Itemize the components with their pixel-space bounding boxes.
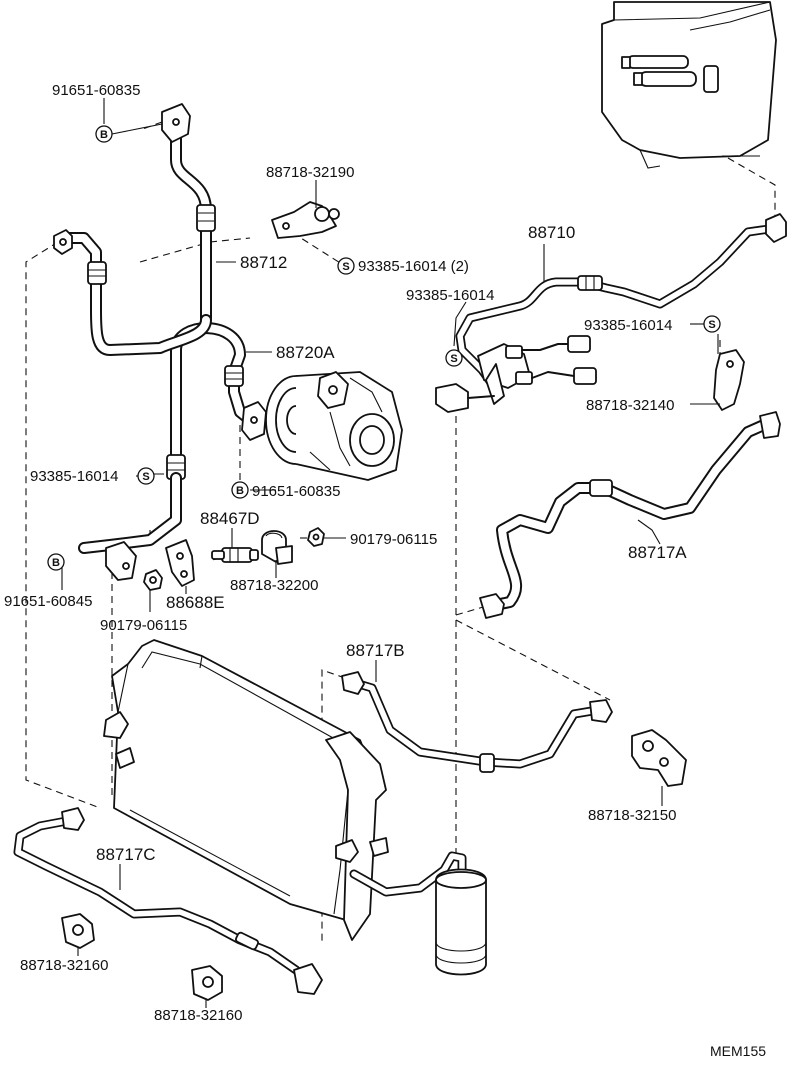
- nut-90179-06115-left: [143, 569, 163, 591]
- evaporator-unit: [601, 1, 777, 169]
- label-88718-32160-a: 88718-32160: [20, 957, 108, 974]
- bolt-symbol-mid: B: [231, 481, 249, 499]
- screw-symbol-b: S: [703, 315, 721, 333]
- tube-88717A: [479, 411, 781, 619]
- clamp-88718-32190: [271, 201, 340, 239]
- svg-text:B: B: [236, 485, 244, 497]
- label-90179-06115-right: 90179-06115: [350, 531, 437, 548]
- svg-text:S: S: [342, 261, 349, 273]
- clamp-88718-32160-b: [191, 965, 223, 1008]
- svg-text:S: S: [708, 319, 715, 331]
- label-88718-32200: 88718-32200: [230, 577, 318, 594]
- label-88718-32190: 88718-32190: [266, 164, 354, 181]
- label-91651-60845: 91651-60845: [4, 593, 92, 610]
- clamp-88718-32150: [631, 729, 687, 787]
- label-88720A: 88720A: [276, 343, 335, 362]
- label-88710: 88710: [528, 223, 575, 242]
- tube-88717C: [13, 807, 323, 995]
- label-88712: 88712: [240, 253, 287, 272]
- clamp-88718-32160-a: [61, 913, 95, 956]
- clamp-88718-32200: [261, 530, 293, 565]
- switch-connector-assembly: [435, 335, 597, 413]
- screw-symbol-c: S: [137, 467, 155, 485]
- leader-lines: [61, 98, 720, 890]
- label-91651-60835-mid: 91651-60835: [252, 483, 340, 500]
- svg-text:B: B: [100, 129, 108, 141]
- label-88717B: 88717B: [346, 641, 405, 660]
- screw-symbol-a: S: [445, 349, 463, 367]
- label-93385-16014-b: 93385-16014: [584, 317, 672, 334]
- label-88718-32150: 88718-32150: [588, 807, 676, 824]
- label-88467D: 88467D: [200, 509, 260, 528]
- label-88717C: 88717C: [96, 845, 156, 864]
- label-93385-16014-c: 93385-16014: [30, 468, 118, 485]
- small-fittings: [143, 527, 325, 591]
- screw-symbol-2: S: [337, 257, 355, 275]
- hose-88712: [161, 103, 216, 324]
- compressor: [265, 371, 403, 481]
- bolt-symbol-top: B: [95, 125, 113, 143]
- clamp-88718-32140: [713, 349, 745, 411]
- label-88688E: 88688E: [166, 593, 225, 612]
- hose-88720A: [53, 229, 267, 581]
- evaporator-pipe-stubs: [621, 55, 719, 93]
- label-93385-16014-a: 93385-16014: [406, 287, 494, 304]
- switch-88467D: [211, 547, 259, 563]
- diagram-code: MEM155: [710, 1043, 766, 1059]
- tube-88710: [455, 213, 787, 389]
- svg-text:S: S: [142, 471, 149, 483]
- tube-88717B: [341, 671, 613, 773]
- label-88718-32140: 88718-32140: [586, 397, 674, 414]
- label-90179-06115-left: 90179-06115: [100, 617, 187, 634]
- bracket-88688E: [165, 539, 195, 587]
- receiver-drier: [349, 851, 487, 976]
- nut-90179-06115-right: [307, 527, 325, 547]
- label-88717A: 88717A: [628, 543, 687, 562]
- part-labels: 91651-60835 88718-32190 88712 93385-1601…: [4, 82, 766, 1059]
- label-88718-32160-b: 88718-32160: [154, 1007, 242, 1024]
- bolt-symbol-left: B: [47, 553, 65, 571]
- label-93385-16014-2: 93385-16014 (2): [358, 258, 469, 275]
- svg-text:B: B: [52, 557, 60, 569]
- svg-text:S: S: [450, 353, 457, 365]
- label-91651-60835-top: 91651-60835: [52, 82, 140, 99]
